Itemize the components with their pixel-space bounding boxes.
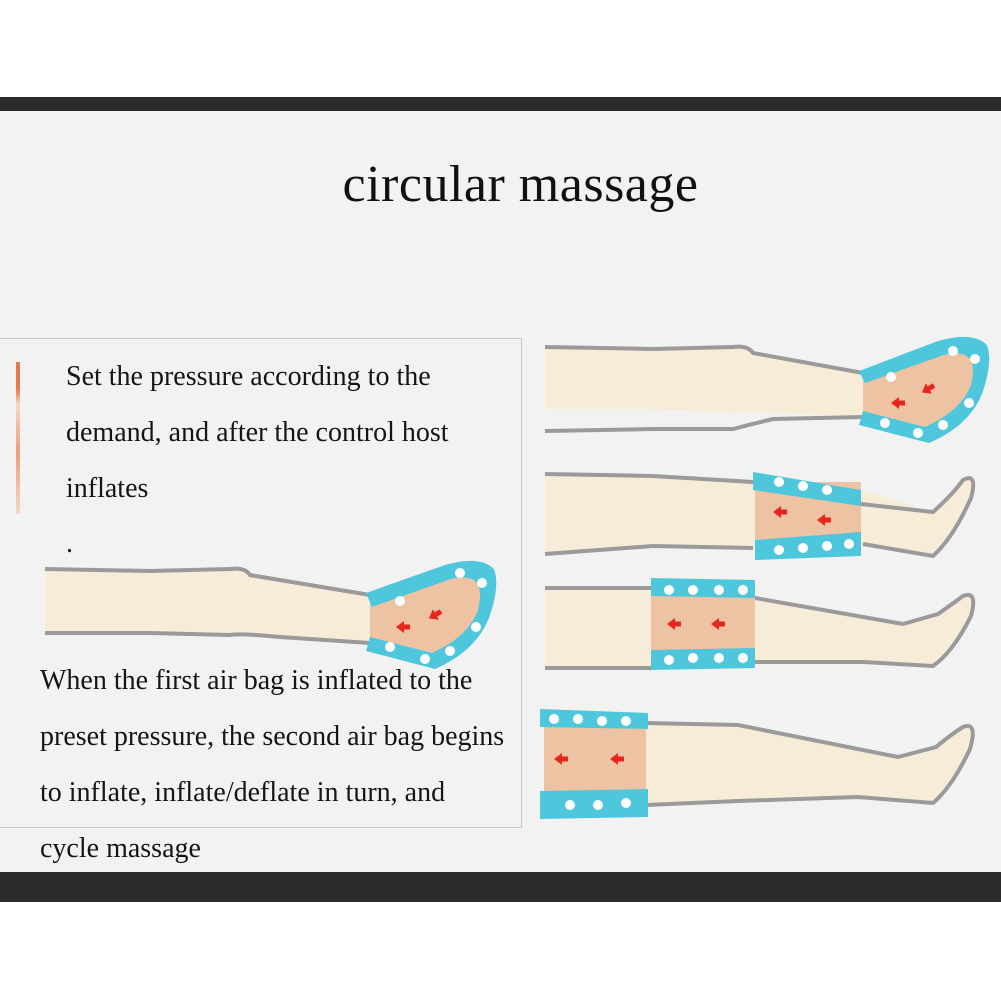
description-box	[0, 338, 522, 828]
leg-thigh-stage	[540, 709, 975, 819]
leg-knee-stage	[545, 578, 976, 670]
step-2-text: When the first air bag is inflated to th…	[40, 665, 505, 864]
page-title: circular massage	[342, 156, 699, 213]
separator-dot: .	[66, 528, 73, 559]
step-1-text: Set the pressure according to the demand…	[66, 361, 449, 504]
accent-line	[16, 362, 20, 514]
leg-foot-stage-left	[44, 560, 497, 669]
bottom-frame-bar	[0, 872, 1001, 902]
leg-foot-stage	[544, 336, 990, 443]
top-frame-bar	[0, 97, 1001, 111]
leg-calf-stage	[544, 472, 976, 560]
